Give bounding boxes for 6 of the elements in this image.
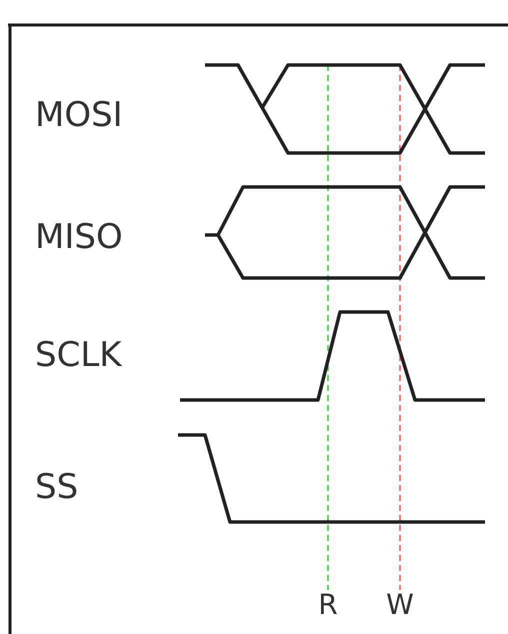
signal-label: SS [35,470,78,504]
signal-label: MISO [35,220,123,254]
marker-label: W [386,591,414,619]
signal-label: SCLK [35,338,122,372]
signal-label: MOSI [35,98,123,132]
marker-label: R [318,591,338,619]
